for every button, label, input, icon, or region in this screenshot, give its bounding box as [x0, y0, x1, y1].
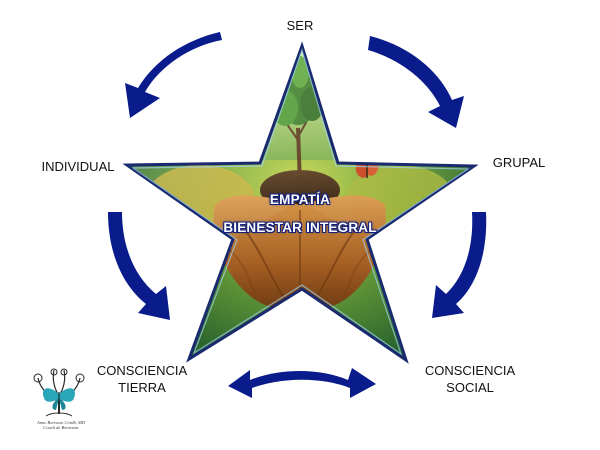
center-text-empatia: EMPATÍA — [269, 192, 331, 207]
arrow-grupal-to-social — [432, 212, 487, 318]
arrow-social-tierra — [228, 368, 376, 398]
cycle-arrows — [108, 32, 487, 398]
label-consciencia-social: CONSCIENCIA SOCIAL — [424, 363, 516, 395]
label-consciencia-tierra: CONSCIENCIA TIERRA — [96, 363, 188, 395]
arrow-individual-to-tierra — [108, 212, 170, 320]
arrow-ser-to-individual — [125, 32, 222, 118]
label-individual: INDIVIDUAL — [41, 159, 115, 174]
arrow-ser-to-grupal — [368, 36, 464, 128]
logo-tree — [33, 368, 85, 417]
label-grupal: GRUPAL — [492, 155, 546, 170]
logo-butterfly-icon — [42, 388, 76, 410]
logo-signature: Anne Borisson Córdb, MD Coach de Bienest… — [36, 420, 86, 430]
label-ser: SER — [286, 18, 314, 33]
center-text-bienestar: BIENESTAR INTEGRAL — [223, 220, 377, 235]
